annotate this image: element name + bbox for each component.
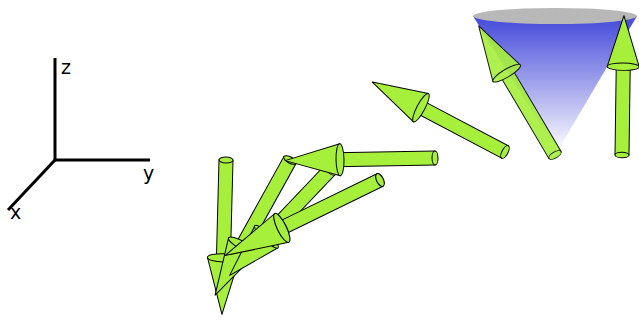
axis-label: y <box>143 164 154 183</box>
axis-label: x <box>10 203 21 222</box>
spin-arrows <box>201 15 639 315</box>
axis-label: z <box>61 58 71 77</box>
axes <box>8 58 150 210</box>
